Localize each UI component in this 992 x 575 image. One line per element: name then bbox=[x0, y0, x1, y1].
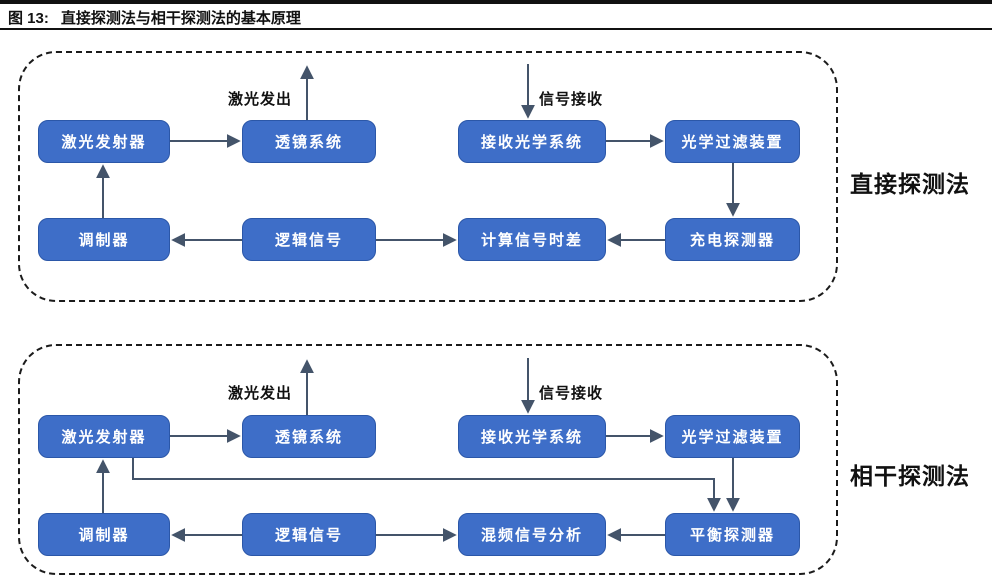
flow-box-lens-system: 透镜系统 bbox=[242, 120, 376, 163]
flow-box-lens-system-2: 透镜系统 bbox=[242, 415, 376, 458]
flow-box-laser-transmitter-2: 激光发射器 bbox=[38, 415, 170, 458]
flow-box-optical-filter-2: 光学过滤装置 bbox=[665, 415, 800, 458]
flow-box-mixed-signal-analysis: 混频信号分析 bbox=[458, 513, 606, 556]
flow-box-optical-filter: 光学过滤装置 bbox=[665, 120, 800, 163]
flow-box-signal-time-diff: 计算信号时差 bbox=[458, 218, 606, 261]
label-laser-out: 激光发出 bbox=[228, 91, 293, 108]
figure-title-text: 直接探测法与相干探测法的基本原理 bbox=[60, 10, 301, 27]
flow-box-receiving-optics-2: 接收光学系统 bbox=[458, 415, 606, 458]
flow-box-laser-transmitter: 激光发射器 bbox=[38, 120, 170, 163]
flow-box-modulator-2: 调制器 bbox=[38, 513, 170, 556]
direct-detection-panel bbox=[18, 51, 838, 302]
top-rule bbox=[0, 0, 992, 4]
label-coherent-detection-method: 相干探测法 bbox=[850, 463, 970, 489]
label-laser-out-2: 激光发出 bbox=[228, 385, 293, 402]
flow-box-receiving-optics: 接收光学系统 bbox=[458, 120, 606, 163]
flow-box-balanced-detector: 平衡探测器 bbox=[665, 513, 800, 556]
figure-number-label: 图 13: bbox=[8, 10, 49, 27]
label-signal-in: 信号接收 bbox=[539, 91, 604, 108]
flow-box-charge-detector: 充电探测器 bbox=[665, 218, 800, 261]
coherent-detection-panel bbox=[18, 344, 838, 575]
label-signal-in-2: 信号接收 bbox=[539, 385, 604, 402]
title-underline-rule bbox=[0, 28, 992, 30]
flow-box-logic-signal-2: 逻辑信号 bbox=[242, 513, 376, 556]
flow-box-logic-signal: 逻辑信号 bbox=[242, 218, 376, 261]
label-direct-detection-method: 直接探测法 bbox=[850, 171, 970, 197]
flow-box-modulator: 调制器 bbox=[38, 218, 170, 261]
figure-title: 图 13: 直接探测法与相干探测法的基本原理 bbox=[8, 7, 984, 28]
